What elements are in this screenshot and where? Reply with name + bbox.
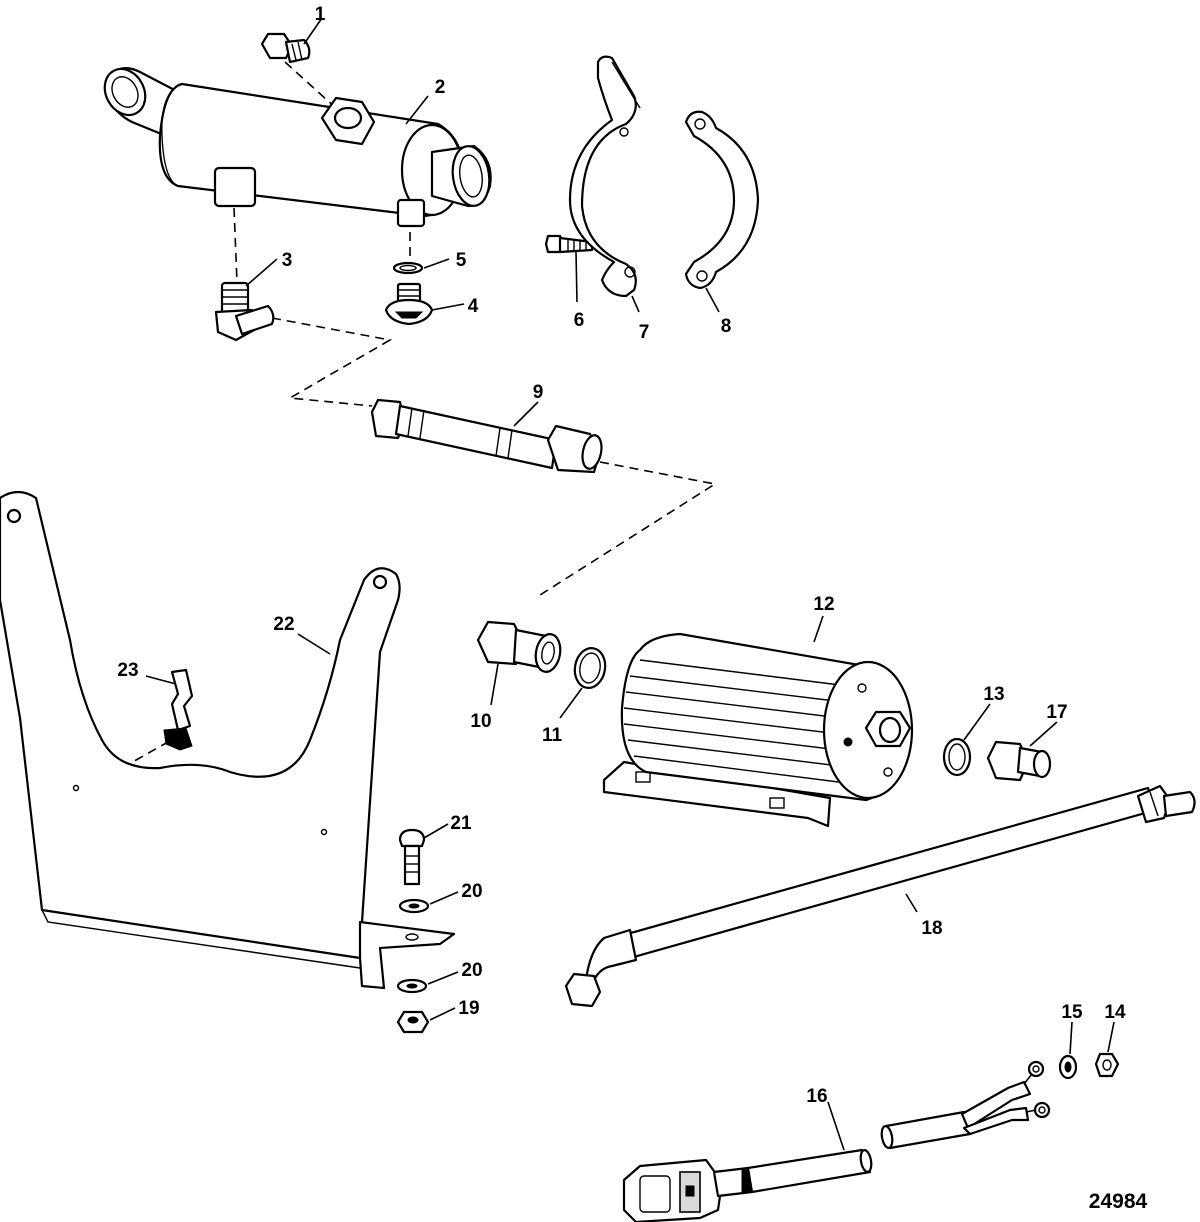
o-ring-icon — [942, 737, 972, 777]
callout-4: 4 — [468, 296, 479, 317]
callout-labels: 1 2 3 5 4 6 7 8 9 12 22 23 13 17 10 11 2… — [117, 4, 1126, 1107]
clamp-icon — [684, 110, 760, 290]
nut-icon — [396, 1010, 430, 1034]
nut-icon — [1094, 1052, 1120, 1078]
o-ring-icon — [573, 647, 607, 689]
leader-lines — [145, 17, 1115, 1151]
callout-6: 6 — [574, 310, 585, 331]
fitting-icon — [986, 740, 1052, 782]
bolt-icon — [398, 828, 426, 886]
callout-17: 17 — [1046, 702, 1067, 723]
callout-19: 19 — [458, 998, 479, 1019]
callout-13: 13 — [983, 684, 1004, 705]
clip-icon — [163, 668, 194, 751]
washer-icon — [396, 978, 428, 994]
callout-23: 23 — [117, 660, 138, 681]
sealing-washer-icon — [392, 261, 424, 275]
wiring-harness-icon — [622, 1060, 1051, 1222]
figure-number: 24984 — [1089, 1190, 1148, 1213]
callout-22: 22 — [273, 614, 294, 635]
callout-3: 3 — [282, 250, 293, 271]
callout-14: 14 — [1104, 1002, 1126, 1023]
callout-11: 11 — [542, 725, 563, 746]
lock-washer-icon — [1058, 1054, 1078, 1080]
callout-7: 7 — [639, 322, 650, 343]
fuel-pump-icon — [602, 632, 914, 828]
tube-nut-fitting-icon — [260, 32, 311, 64]
callout-5: 5 — [456, 250, 467, 271]
fuel-line-icon — [564, 784, 1196, 1008]
callout-20b: 20 — [461, 960, 482, 981]
screw-icon — [544, 234, 594, 254]
callout-12: 12 — [813, 594, 834, 615]
callout-15: 15 — [1061, 1002, 1083, 1023]
callout-10: 10 — [470, 711, 491, 732]
callout-18: 18 — [921, 918, 942, 939]
elbow-fitting-icon — [214, 281, 275, 342]
bracket-icon — [0, 490, 456, 990]
callout-21: 21 — [450, 813, 472, 834]
callout-8: 8 — [721, 316, 732, 337]
fitting-icon — [476, 620, 562, 673]
fuel-hose-icon — [370, 398, 603, 474]
washer-icon — [398, 898, 430, 914]
clamp-icon — [568, 55, 641, 298]
callout-20: 20 — [461, 881, 482, 902]
callout-2: 2 — [435, 77, 446, 98]
callout-1: 1 — [315, 4, 326, 25]
callout-16: 16 — [806, 1086, 827, 1107]
fuel-cooler-icon — [103, 67, 492, 228]
drain-plug-icon — [384, 282, 434, 326]
callout-9: 9 — [533, 382, 544, 403]
